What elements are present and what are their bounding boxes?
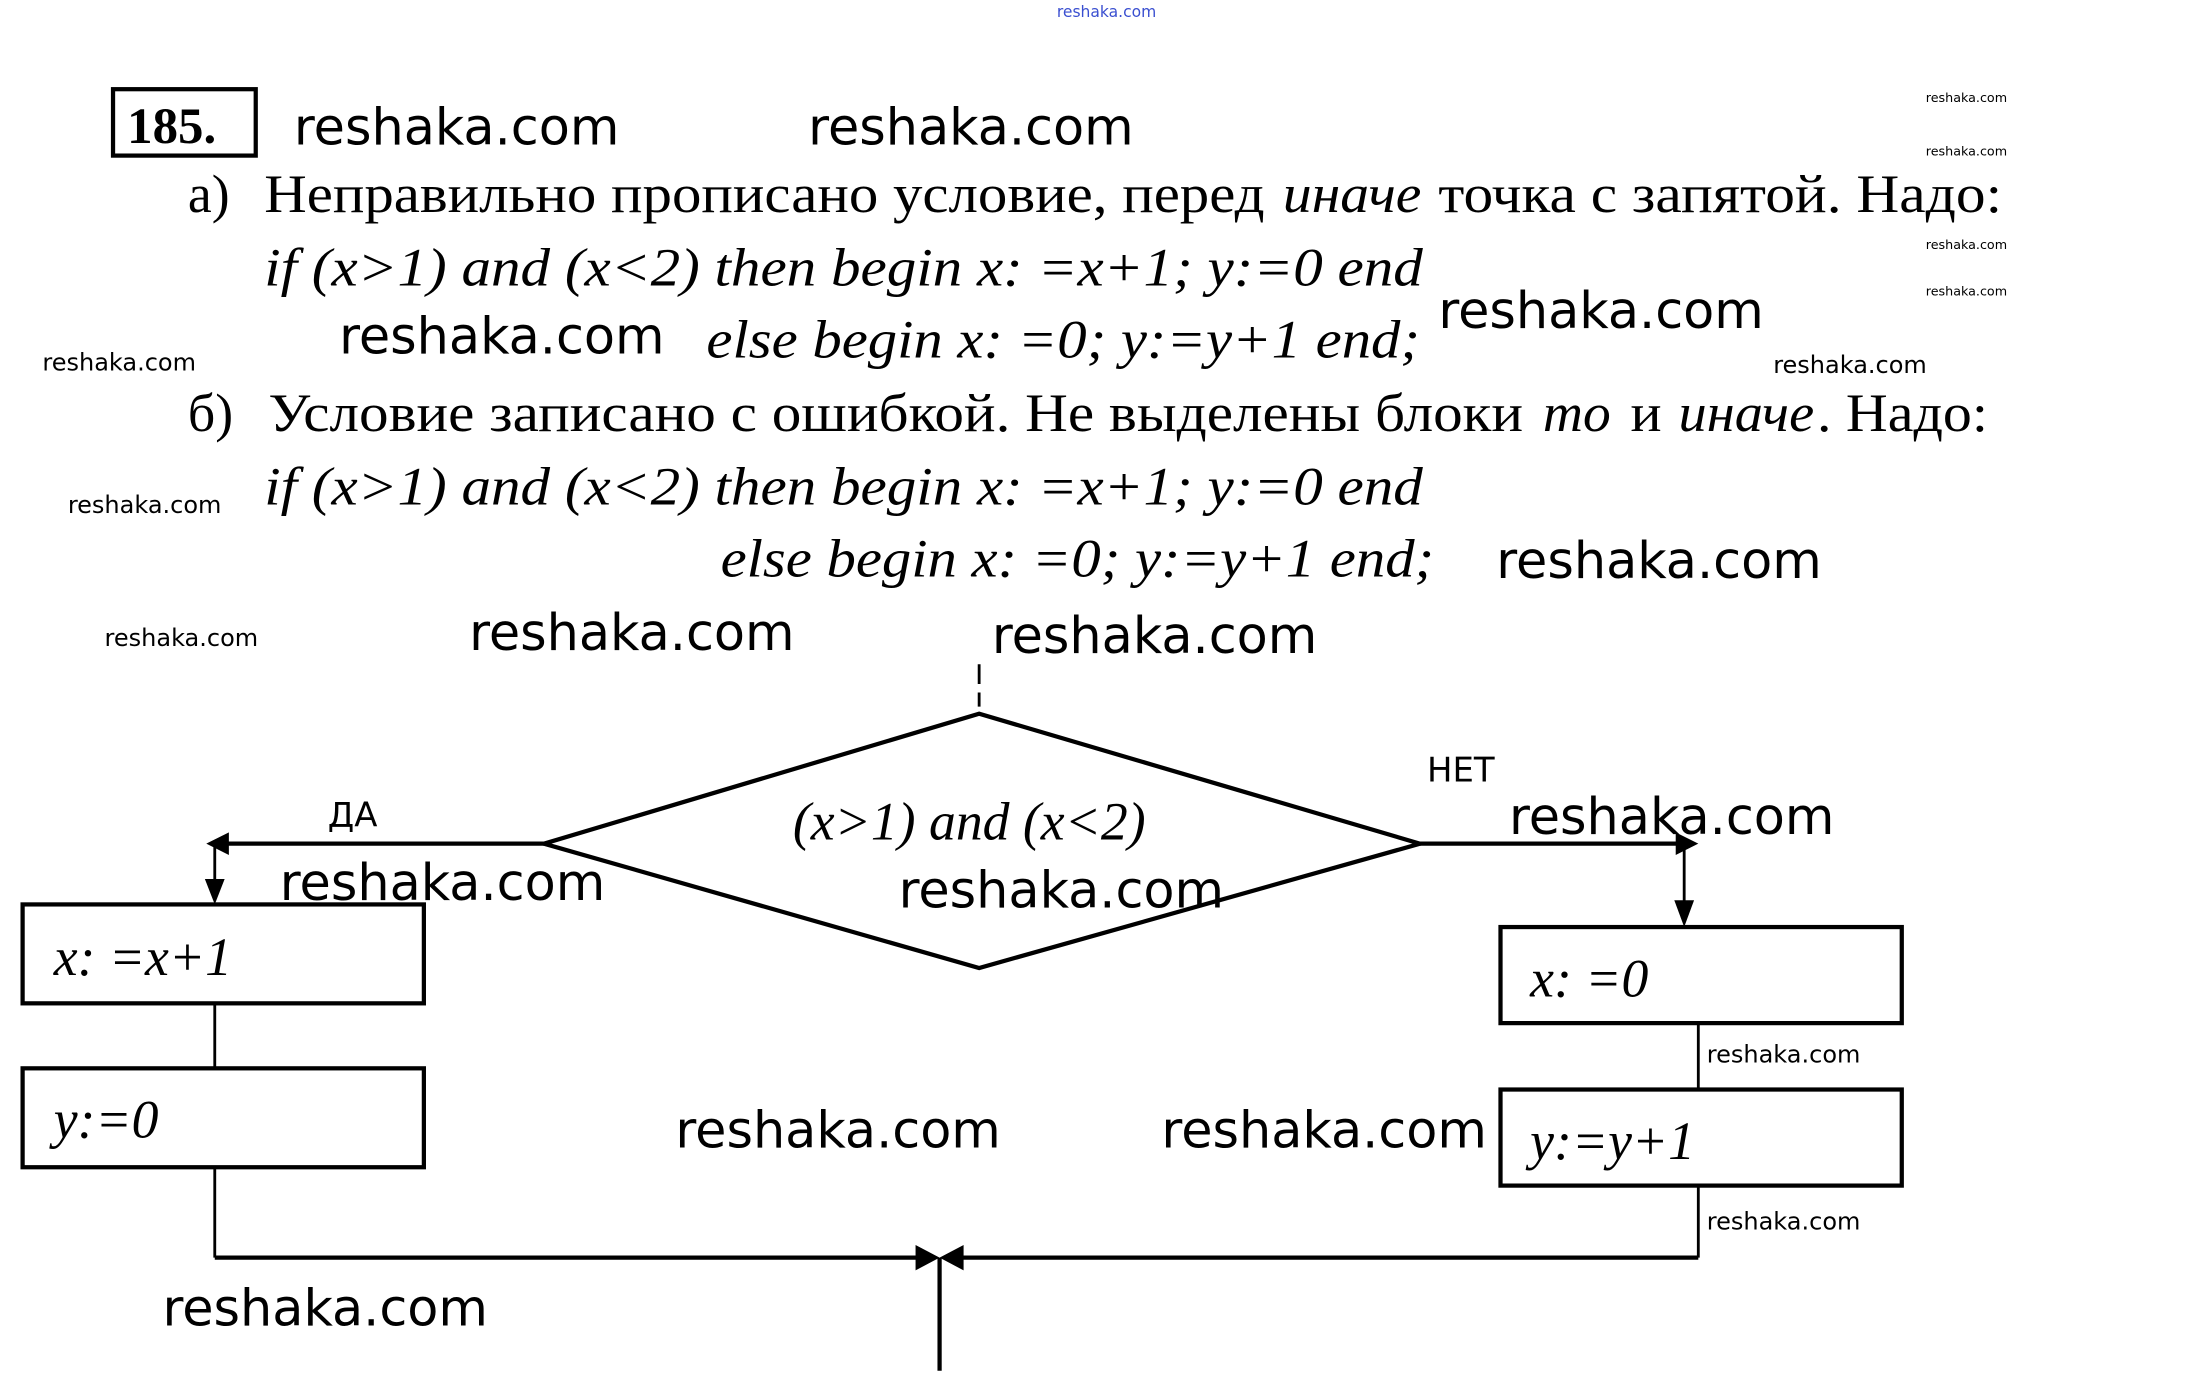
arrow-right-icon — [915, 1244, 940, 1271]
watermark: reshaka.com — [1707, 1207, 1861, 1235]
part-a-text-before: Неправильно прописано условие, перед — [264, 164, 1264, 224]
flowchart: (x>1) and (x<2) ДА x: =x+1 y:=0 НЕТ x: =… — [20, 664, 1904, 1371]
arrow-down-icon — [1674, 900, 1695, 928]
process-text: x: =x+1 — [53, 927, 232, 987]
watermark: reshaka.com — [162, 1278, 488, 1337]
process-text: x: =0 — [1529, 948, 1648, 1008]
watermark: reshaka.com — [105, 624, 259, 652]
watermark: reshaka.com — [1161, 1100, 1487, 1159]
part-b-text-italic1: то — [1543, 383, 1611, 443]
condition-text: (x>1) and (x<2) — [793, 791, 1146, 851]
arrow-right-icon — [1675, 832, 1699, 855]
process-box-x-zero — [1498, 924, 1904, 1026]
part-b-label: б) — [188, 383, 233, 443]
part-a-label: а) — [188, 164, 230, 224]
part-b-code-line2: else begin x: =0; y:=y+1 end; — [721, 529, 1435, 589]
watermark: reshaka.com — [42, 348, 196, 376]
watermark: reshaka.com — [1707, 1041, 1861, 1069]
problem-number-box — [110, 87, 258, 158]
process-box-y-increment — [1498, 1087, 1904, 1188]
process-box-y-zero — [20, 1066, 426, 1170]
watermark: reshaka.com — [339, 306, 665, 365]
watermark: reshaka.com — [899, 860, 1225, 919]
watermark: reshaka.com — [1509, 787, 1835, 846]
arrow-left-icon — [939, 1244, 964, 1271]
part-b-text-after: . Надо: — [1817, 383, 1988, 443]
part-a-code-line2: else begin x: =0; y:=y+1 end; — [706, 310, 1420, 370]
part-b-code-line1: if (x>1) and (x<2) then begin x: =x+1; y… — [264, 457, 1423, 517]
watermark: reshaka.com — [1438, 281, 1764, 340]
part-a-text-after: точка с запятой. Надо: — [1438, 164, 2002, 224]
watermark: reshaka.com — [1057, 3, 1156, 21]
no-label: НЕТ — [1427, 751, 1495, 790]
process-text: y:=0 — [49, 1090, 159, 1150]
watermark: reshaka.com — [675, 1100, 1001, 1159]
watermark: reshaka.com — [294, 97, 619, 156]
arrow-left-icon — [206, 832, 229, 855]
watermark: reshaka.com — [1926, 283, 2007, 298]
watermark: reshaka.com — [1773, 351, 1927, 379]
part-b-text-italic2: иначе — [1679, 383, 1815, 443]
watermark: reshaka.com — [808, 97, 1134, 156]
part-a-code-line1: if (x>1) and (x<2) then begin x: =x+1; y… — [264, 238, 1423, 298]
problem-number: 185. — [127, 99, 216, 155]
yes-label: ДА — [328, 796, 378, 835]
watermark: reshaka.com — [1926, 144, 2007, 159]
watermark: reshaka.com — [1926, 90, 2007, 105]
part-b-text-mid: и — [1630, 383, 1661, 443]
watermark: reshaka.com — [992, 606, 1317, 665]
watermark: reshaka.com — [68, 491, 222, 519]
watermark: reshaka.com — [1496, 531, 1822, 590]
part-a-text-italic: иначе — [1283, 164, 1421, 224]
arrow-down-icon — [204, 879, 225, 905]
process-text: y:=y+1 — [1525, 1111, 1695, 1171]
watermarks: reshaka.com reshaka.com reshaka.com resh… — [42, 3, 2007, 1337]
process-box-x-increment — [20, 902, 426, 1006]
part-b-text-before: Условие записано с ошибкой. Не выделены … — [268, 383, 1523, 443]
watermark: reshaka.com — [469, 603, 795, 662]
watermark: reshaka.com — [1926, 237, 2007, 252]
